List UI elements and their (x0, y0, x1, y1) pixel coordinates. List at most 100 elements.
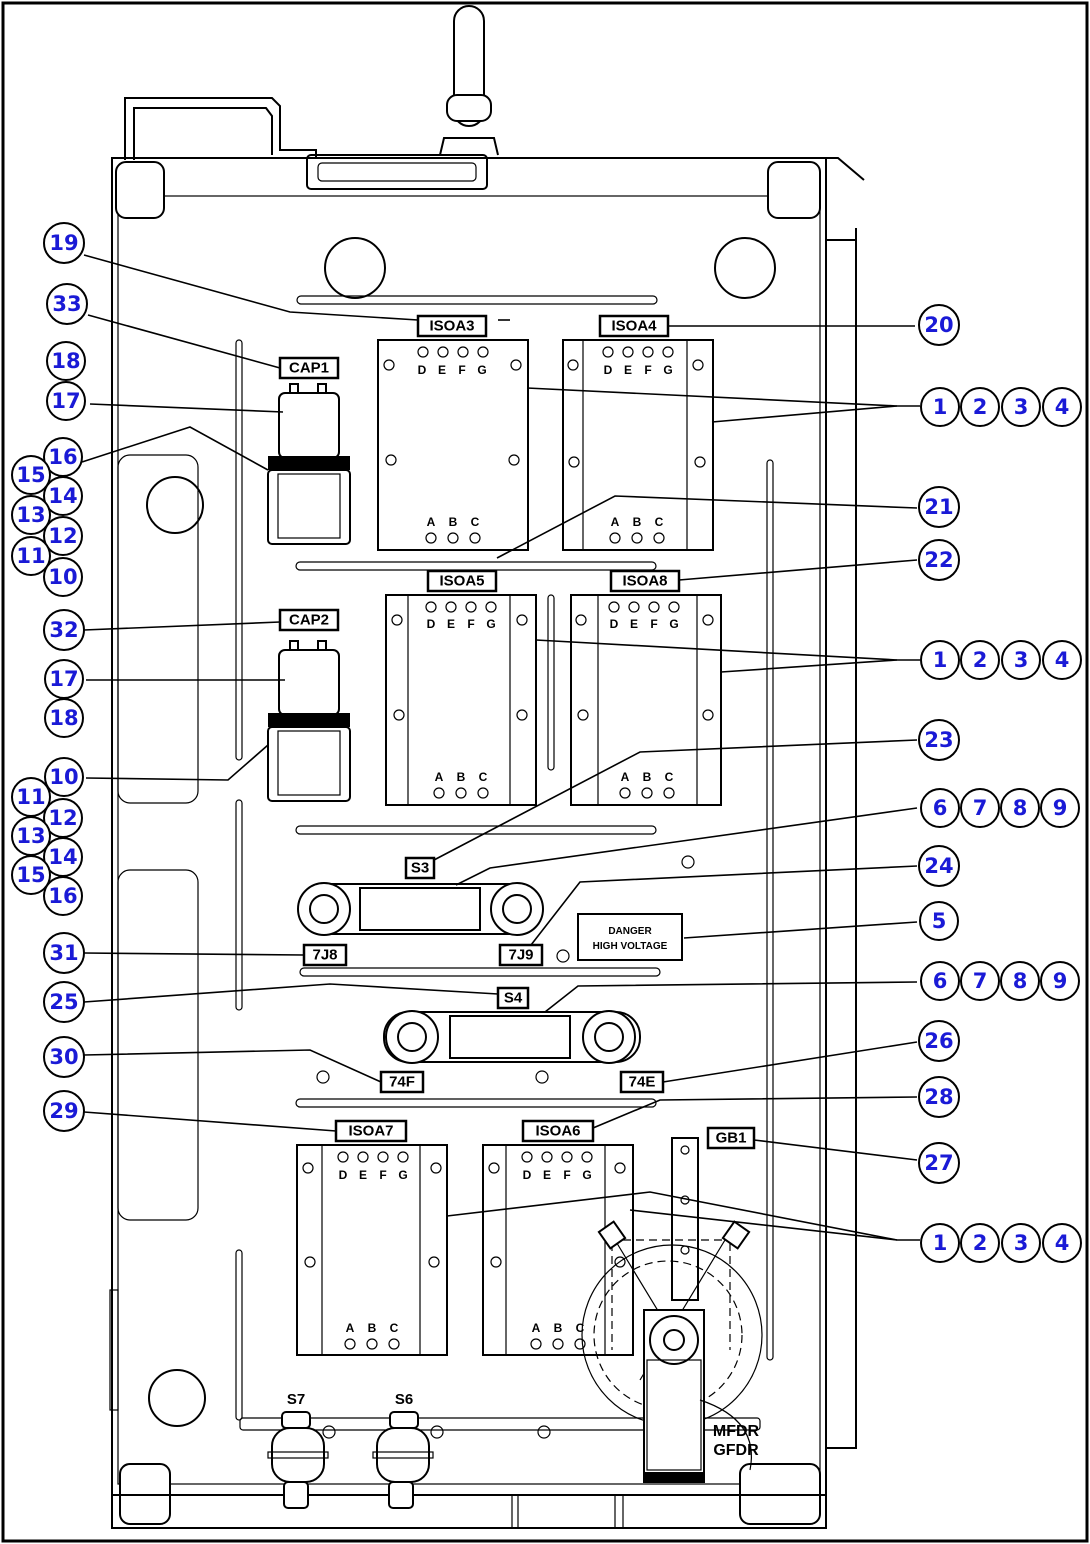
svg-text:7J9: 7J9 (508, 947, 533, 964)
svg-text:CAP1: CAP1 (289, 360, 329, 377)
svg-text:3: 3 (1014, 1231, 1029, 1255)
high-voltage-text: HIGH VOLTAGE (593, 941, 668, 952)
callout-22: 22 (918, 539, 960, 581)
label-isoa8: ISOA8 (609, 569, 681, 593)
terminal-d: D (339, 1168, 348, 1182)
terminal-e: E (624, 363, 632, 377)
terminal-c: C (665, 770, 674, 784)
terminal-e: E (359, 1168, 367, 1182)
svg-text:4: 4 (1055, 1231, 1070, 1255)
terminal-b: B (368, 1321, 377, 1335)
label-7j8: 7J8 (302, 943, 348, 967)
callout-10: 10 (44, 757, 84, 797)
svg-text:30: 30 (49, 1045, 78, 1069)
callout-1: 1 (920, 640, 960, 680)
svg-text:18: 18 (51, 349, 80, 373)
callout-31: 31 (43, 932, 85, 974)
label-isoa5: ISOA5 (426, 569, 498, 593)
svg-text:17: 17 (49, 667, 78, 691)
callout-2: 2 (960, 1223, 1000, 1263)
svg-text:2: 2 (973, 1231, 988, 1255)
callout-19: 19 (43, 222, 85, 264)
callout-18: 18 (44, 698, 84, 738)
svg-text:4: 4 (1055, 648, 1070, 672)
isoa3-module (377, 339, 529, 551)
svg-text:CAP2: CAP2 (289, 612, 329, 629)
label-gb1: GB1 (706, 1126, 756, 1150)
svg-text:GB1: GB1 (716, 1130, 747, 1147)
danger-high-voltage-sign: DANGER HIGH VOLTAGE (577, 913, 683, 961)
callout-16: 16 (43, 437, 83, 477)
label-s3: S3 (404, 856, 436, 880)
terminal-f: F (379, 1168, 386, 1182)
svg-text:12: 12 (48, 524, 77, 548)
label-isoa4: ISOA4 (598, 314, 670, 338)
callout-30: 30 (43, 1036, 85, 1078)
terminal-g: G (398, 1168, 407, 1182)
callout-5: 5 (919, 901, 959, 941)
svg-text:10: 10 (49, 765, 78, 789)
svg-text:6: 6 (933, 796, 948, 820)
svg-text:26: 26 (924, 1029, 953, 1053)
label-mfdr: MFDR (713, 1423, 760, 1440)
callout-14: 14 (43, 837, 83, 877)
callout-32: 32 (43, 609, 85, 651)
svg-text:9: 9 (1053, 969, 1068, 993)
svg-text:24: 24 (924, 854, 953, 878)
callout-1: 1 (920, 387, 960, 427)
svg-text:14: 14 (48, 845, 77, 869)
svg-text:33: 33 (52, 292, 81, 316)
top-handle (124, 5, 499, 190)
callout-23: 23 (918, 719, 960, 761)
terminal-f: F (644, 363, 651, 377)
svg-text:8: 8 (1013, 796, 1028, 820)
terminal-a: A (427, 515, 436, 529)
svg-text:7: 7 (973, 796, 988, 820)
terminal-f: F (467, 617, 474, 631)
switch-s4 (383, 1010, 641, 1064)
callout-4: 4 (1042, 1223, 1082, 1263)
callout-11: 11 (11, 777, 51, 817)
enclosure (109, 157, 865, 1529)
insulator-s6 (372, 1411, 434, 1509)
svg-text:3: 3 (1014, 395, 1029, 419)
leader-lines (81, 254, 920, 1241)
svg-text:29: 29 (49, 1099, 78, 1123)
callout-8: 8 (1000, 788, 1040, 828)
label-cap1: CAP1 (278, 356, 340, 380)
svg-text:15: 15 (16, 463, 45, 487)
callout-15: 15 (11, 855, 51, 895)
callout-6: 6 (920, 961, 960, 1001)
svg-text:18: 18 (49, 706, 78, 730)
terminal-b: B (633, 515, 642, 529)
svg-text:ISOA6: ISOA6 (535, 1123, 580, 1140)
danger-text: DANGER (608, 926, 652, 937)
callout-17: 17 (46, 381, 86, 421)
terminal-c: C (471, 515, 480, 529)
terminal-a: A (621, 770, 630, 784)
callout-21: 21 (918, 486, 960, 528)
isoa7-module (296, 1144, 448, 1356)
terminal-d: D (427, 617, 436, 631)
callout-12: 12 (43, 516, 83, 556)
svg-text:ISOA3: ISOA3 (429, 318, 474, 335)
callout-balloons: 19 33 18 17 16 15 14 13 12 11 10 32 17 1… (11, 222, 1082, 1263)
svg-text:1: 1 (933, 395, 948, 419)
terminal-b: B (457, 770, 466, 784)
label-s6: S6 (395, 1391, 413, 1408)
callout-1: 1 (920, 1223, 960, 1263)
terminal-b: B (449, 515, 458, 529)
svg-text:S3: S3 (411, 860, 429, 877)
callout-11: 11 (11, 536, 51, 576)
callout-25: 25 (43, 981, 85, 1023)
svg-text:7J8: 7J8 (312, 947, 337, 964)
insulator-s7 (267, 1411, 329, 1509)
capacitor-cap1 (267, 383, 351, 545)
callout-13: 13 (11, 816, 51, 856)
isoa4-module (562, 339, 714, 551)
callout-27: 27 (918, 1142, 960, 1184)
terminal-b: B (643, 770, 652, 784)
terminal-f: F (650, 617, 657, 631)
svg-text:ISOA4: ISOA4 (611, 318, 657, 335)
